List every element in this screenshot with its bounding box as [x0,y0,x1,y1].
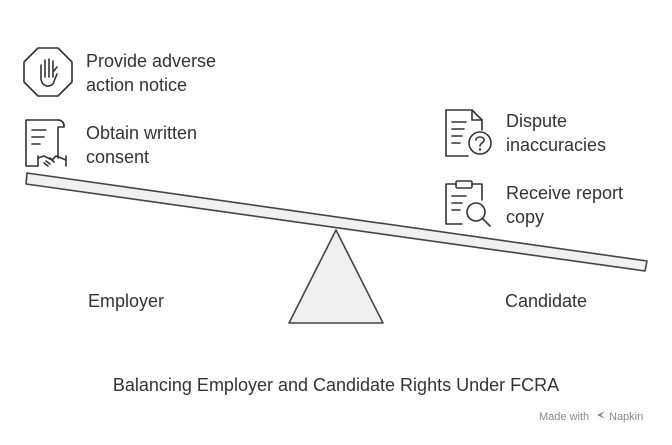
employer-item-2-line2: consent [86,147,149,167]
signed-document-icon [25,119,67,167]
stop-hand-icon [23,47,73,97]
diagram-caption: Balancing Employer and Candidate Rights … [113,375,559,395]
brand-name: Napkin [609,411,643,423]
employer-side-label: Employer [88,291,164,311]
employer-item-1-line2: action notice [86,75,187,95]
balance-beam [25,172,648,272]
napkin-logo-icon [597,411,605,419]
fulcrum-triangle [288,229,384,324]
employer-item-1-line1: Provide adverse [86,51,216,71]
candidate-item-2-line2: copy [506,207,544,227]
candidate-side-label: Candidate [505,291,587,311]
candidate-item-1-line1: Dispute [506,111,567,131]
brand-prefix: Made with [539,411,589,423]
candidate-item-1-line2: inaccuracies [506,135,606,155]
document-question-icon [445,109,492,157]
employer-item-2-line1: Obtain written [86,123,197,143]
candidate-item-2-line1: Receive report [506,183,623,203]
clipboard-search-icon [445,180,491,227]
